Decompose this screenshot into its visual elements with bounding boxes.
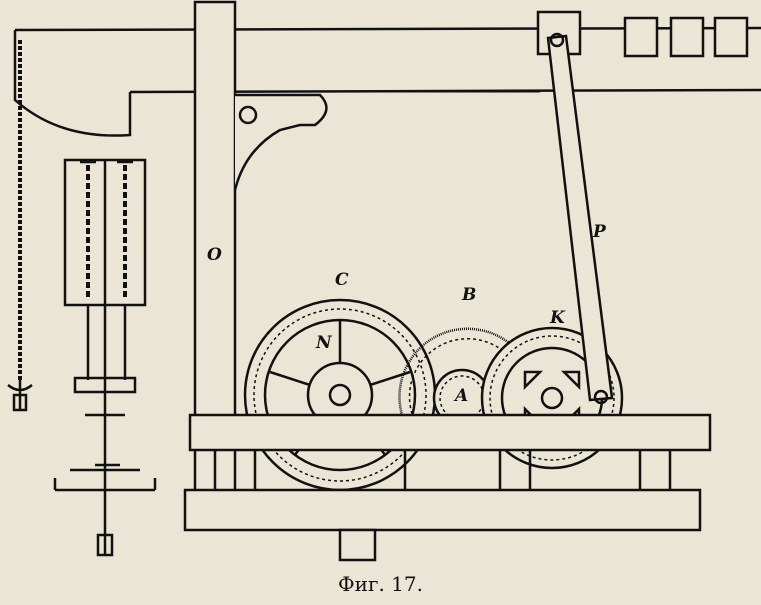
figure-caption: Фиг. 17. bbox=[338, 572, 423, 596]
bracket bbox=[233, 93, 328, 191]
label-P: P bbox=[593, 222, 606, 242]
wheel-C bbox=[243, 298, 437, 492]
connecting-rod-P bbox=[546, 32, 614, 405]
left-chain-rod bbox=[7, 40, 33, 412]
label-K: K bbox=[550, 308, 565, 328]
base-frame bbox=[183, 413, 712, 562]
label-A: A bbox=[455, 386, 469, 406]
label-B: B bbox=[462, 285, 477, 305]
label-C: C bbox=[335, 270, 349, 290]
top-blocks bbox=[536, 10, 749, 58]
label-N: N bbox=[316, 333, 332, 353]
label-O: O bbox=[207, 245, 222, 265]
chain-cylinders bbox=[53, 158, 157, 557]
